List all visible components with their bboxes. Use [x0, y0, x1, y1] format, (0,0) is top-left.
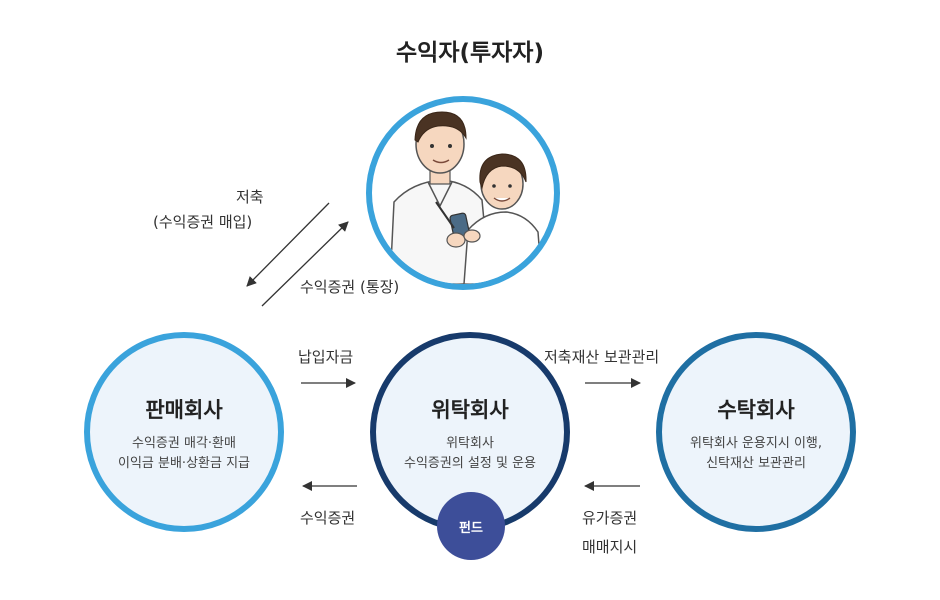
- label-securities: 유가증권: [582, 509, 638, 527]
- arrow-certificate-passbook: [261, 221, 349, 307]
- sales-company-desc-1: 수익증권 매각·환매: [132, 436, 236, 451]
- arrow-deposit: [246, 202, 330, 287]
- sales-company-desc-2: 이익금 분배·상환금 지급: [118, 456, 250, 471]
- label-deposit: 저축: [236, 188, 264, 206]
- label-payment: 납입자금: [298, 348, 354, 366]
- investor-circle: [366, 96, 560, 290]
- custodian-company-name: 수탁회사: [717, 398, 795, 422]
- custodian-company-desc-2: 신탁재산 보관관리: [706, 456, 806, 471]
- label-certificate-return: 수익증권: [300, 509, 356, 527]
- sales-company-name: 판매회사: [145, 398, 223, 422]
- investors-illustration-icon: [389, 111, 543, 284]
- label-deposit-sub: (수익증권 매입): [153, 213, 253, 231]
- diagram-title: 수익자(투자자): [396, 40, 544, 66]
- sales-company-circle: 판매회사 수익증권 매각·환매 이익금 분배·상환금 지급: [84, 332, 284, 532]
- fund-badge: 펀드: [437, 492, 505, 560]
- trust-company-desc-1: 위탁회사: [446, 436, 494, 451]
- label-certificate-passbook: 수익증권 (통장): [300, 278, 400, 296]
- custodian-company-desc-1: 위탁회사 운용지시 이행,: [690, 436, 822, 451]
- custodian-company-circle: 수탁회사 위탁회사 운용지시 이행, 신탁재산 보관관리: [656, 332, 856, 532]
- trust-company-desc-2: 수익증권의 설정 및 운용: [404, 456, 536, 471]
- trust-company-name: 위탁회사: [431, 398, 509, 422]
- label-securities-sub: 매매지시: [582, 538, 638, 556]
- label-custody: 저축재산 보관관리: [544, 348, 660, 366]
